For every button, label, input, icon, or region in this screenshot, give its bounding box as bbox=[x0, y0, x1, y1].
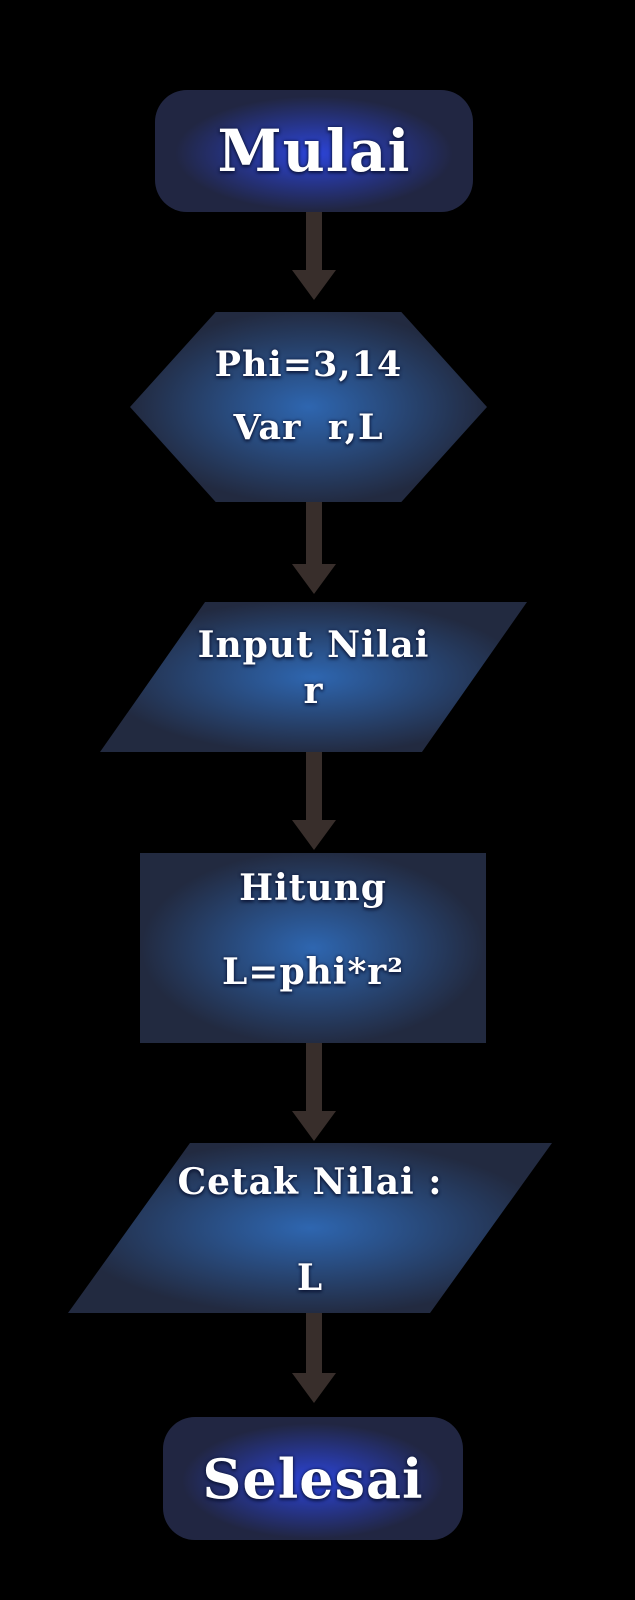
end-node: Selesai bbox=[163, 1417, 463, 1540]
output-line-1: Cetak Nilai : bbox=[177, 1161, 443, 1203]
arrow-shaft bbox=[306, 502, 322, 564]
arrow-down-icon bbox=[292, 1111, 336, 1141]
preparation-node: Phi=3,14 Var r,L bbox=[130, 312, 487, 502]
arrow-shaft bbox=[306, 212, 322, 270]
arrow-shaft bbox=[306, 1043, 322, 1111]
arrow-down-icon bbox=[292, 564, 336, 594]
arrow-down-icon bbox=[292, 820, 336, 850]
preparation-line-1: Phi=3,14 bbox=[214, 344, 403, 385]
end-node-label: Selesai bbox=[202, 1446, 424, 1511]
flow-arrow-2 bbox=[292, 502, 336, 594]
flow-arrow-1 bbox=[292, 212, 336, 300]
input-node: Input Nilai r bbox=[100, 602, 527, 752]
flow-arrow-4 bbox=[292, 1043, 336, 1141]
arrow-down-icon bbox=[292, 1373, 336, 1403]
output-line-2: L bbox=[296, 1257, 324, 1299]
arrow-down-icon bbox=[292, 270, 336, 300]
flow-arrow-5 bbox=[292, 1313, 336, 1403]
process-line-1: Hitung bbox=[239, 867, 387, 909]
arrow-shaft bbox=[306, 1313, 322, 1373]
start-node: Mulai bbox=[155, 90, 473, 212]
process-node: Hitung L=phi*r² bbox=[140, 853, 486, 1043]
arrow-shaft bbox=[306, 752, 322, 820]
preparation-line-2: Var r,L bbox=[233, 407, 384, 448]
input-line-2: r bbox=[303, 670, 324, 712]
flow-arrow-3 bbox=[292, 752, 336, 850]
output-node: Cetak Nilai : L bbox=[68, 1143, 552, 1313]
start-node-label: Mulai bbox=[217, 117, 411, 185]
input-line-1: Input Nilai bbox=[197, 624, 430, 666]
process-line-2: L=phi*r² bbox=[221, 951, 405, 993]
